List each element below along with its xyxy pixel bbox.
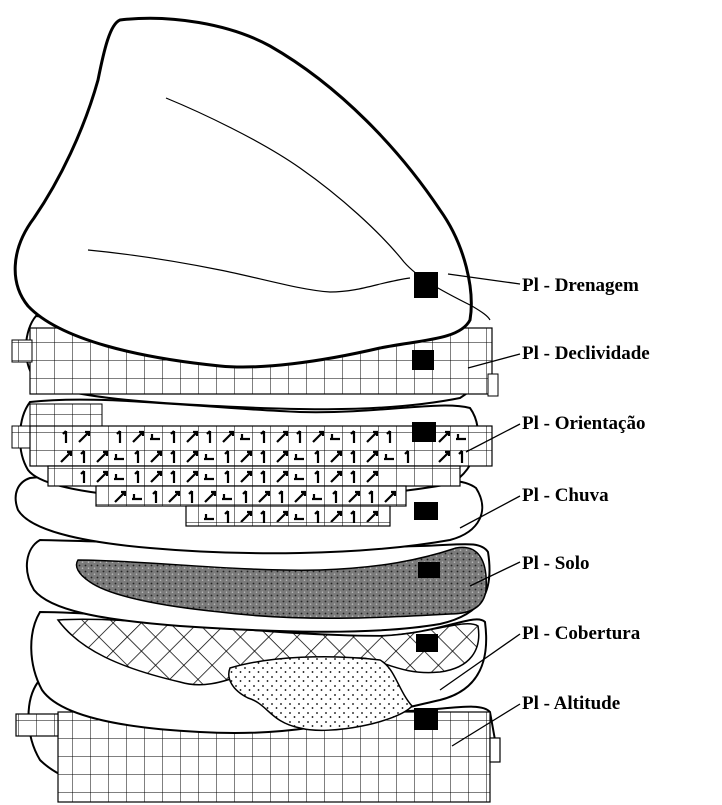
chuva-marker bbox=[414, 502, 438, 520]
label-altitude-text: Pl - Altitude bbox=[522, 693, 620, 714]
label-drenagem: Pl - Drenagem bbox=[448, 274, 639, 296]
cobertura-marker bbox=[416, 634, 438, 652]
label-solo-text: Pl - Solo bbox=[522, 553, 590, 574]
drenagem-marker bbox=[414, 272, 438, 298]
label-chuva-text: Pl - Chuva bbox=[522, 485, 609, 506]
label-cobertura-text: Pl - Cobertura bbox=[522, 623, 641, 644]
declividade-grid-left-tab bbox=[12, 340, 32, 362]
orientacao-grid-top-left bbox=[30, 404, 102, 426]
drenagem-sheet bbox=[15, 18, 471, 367]
declividade-marker bbox=[412, 350, 434, 370]
label-orientacao-text: Pl - Orientação bbox=[522, 413, 645, 434]
altitude-marker bbox=[414, 708, 438, 730]
label-declividade: Pl - Declividade bbox=[468, 343, 650, 368]
altitude-grid-right-tab bbox=[490, 738, 500, 762]
altitude-grid-left-tab bbox=[16, 714, 58, 736]
layer-drenagem bbox=[15, 18, 490, 367]
solo-marker bbox=[418, 562, 440, 578]
label-drenagem-text: Pl - Drenagem bbox=[522, 275, 639, 296]
orientacao-grid-left-tab bbox=[12, 426, 32, 448]
label-declividade-text: Pl - Declividade bbox=[522, 343, 650, 364]
orientacao-grid-mid bbox=[48, 466, 460, 486]
label-orientacao: Pl - Orientação bbox=[466, 413, 645, 452]
orientacao-marker bbox=[412, 422, 436, 442]
declividade-grid-right-tab bbox=[488, 374, 498, 396]
